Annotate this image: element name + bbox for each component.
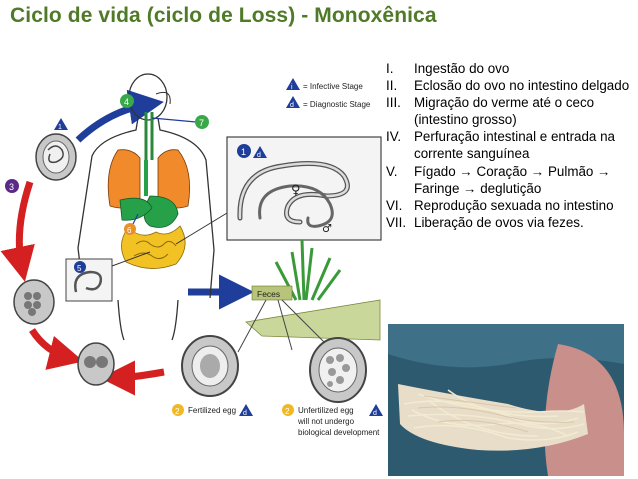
badge-4: 4 (120, 94, 134, 108)
step-text: Liberação de ovos via fezes. (414, 214, 584, 230)
step-number: IV. (386, 129, 402, 145)
diagnostic-stage-icon (286, 96, 300, 108)
badge-2-fertilized-d: d (243, 410, 247, 417)
step-number: II. (386, 78, 398, 94)
larva-icon (74, 270, 103, 293)
infective-stage-label: = Infective Stage (303, 82, 363, 91)
badge-1-adult-number: 1 (241, 147, 246, 157)
cycle-arrow-left-down (0, 180, 35, 282)
step-number: VI. (386, 197, 403, 213)
step-item: I. Ingestão do ovo (386, 60, 636, 77)
step-item: VI. Reprodução sexuada no intestino (386, 197, 636, 214)
badge-6-number: 6 (127, 226, 132, 235)
badge-1-adult: 1 d (237, 144, 267, 159)
badge-2-unfertilized-number: 2 (285, 407, 290, 416)
step-text: Fígado → Coração → Pulmão → Faringe → de… (414, 163, 611, 196)
unfertilized-egg-label-3: biological development (298, 428, 380, 437)
unfertilized-egg-label-1: Unfertilized egg (298, 406, 354, 415)
grass-soil (245, 239, 381, 341)
adult-worms-box (226, 136, 382, 241)
step-item: V. Fígado → Coração → Pulmão → Faringe → … (386, 163, 636, 197)
cycle-arrow-bottom (100, 360, 165, 396)
cycle-arrow-left-low (29, 328, 84, 370)
step-text: Reprodução sexuada no intestino (414, 197, 614, 213)
egg-stage-1 (35, 133, 77, 181)
step-text: Perfuração intestinal e entrada na corre… (414, 129, 615, 162)
step-item: III. Migração do verme até o ceco (intest… (386, 94, 636, 128)
clinical-photo (388, 324, 624, 476)
step-item: II. Eclosão do ovo no intestino delgado (386, 77, 636, 94)
badge-6: 6 (124, 223, 136, 235)
step-item: VII. Liberação de ovos via fezes. (386, 214, 636, 231)
feces-label: Feces (257, 289, 280, 299)
badge-2-fertilized: 2 d (172, 404, 253, 417)
migration-arrow-7 (151, 117, 197, 123)
female-symbol: ♀ (291, 183, 301, 198)
step-item: IV. Perfuração intestinal e entrada na co… (386, 128, 636, 162)
unfertilized-egg (309, 337, 367, 403)
step-number: VII. (386, 214, 407, 230)
legend: i = Infective Stage d = Diagnostic Stage (286, 78, 371, 109)
step-number: V. (386, 163, 398, 179)
badge-2-unfertilized-d: d (373, 410, 377, 417)
trachea (144, 112, 154, 160)
badge-7-number: 7 (199, 118, 204, 128)
male-symbol: ♂ (322, 222, 332, 235)
step-text: Ingestão do ovo (414, 61, 510, 76)
step-number: I. (386, 61, 394, 76)
infective-badge: i (291, 84, 293, 91)
larva-box (65, 258, 113, 302)
human-body (77, 73, 215, 341)
pointer-5 (111, 251, 151, 267)
step-text: Eclosão do ovo no intestino delgado (414, 78, 630, 94)
liver (119, 197, 153, 221)
fertilized-egg-label: Fertilized egg (188, 406, 236, 415)
fertilized-egg (181, 335, 239, 397)
feces-marker (251, 285, 293, 301)
badge-1-egg: 1 (54, 118, 68, 131)
badge-7: 7 (195, 115, 209, 129)
badge-3-number: 3 (9, 182, 14, 192)
badge-5: 5 (74, 261, 86, 273)
clinical-photo-illustration (388, 324, 624, 476)
badge-2-fertilized-number: 2 (175, 407, 180, 416)
egg-stage-3 (13, 279, 55, 325)
pointer-adult (175, 209, 233, 245)
badge-5-number: 5 (77, 264, 82, 273)
page-title: Ciclo de vida (ciclo de Loss) - Monoxêni… (10, 4, 437, 27)
female-worm-inner (238, 162, 349, 224)
egg-stage-early (77, 342, 115, 386)
badge-4-number: 4 (124, 97, 129, 107)
badge-1-egg-number: 1 (58, 124, 62, 131)
diagnostic-stage-label: = Diagnostic Stage (303, 100, 371, 109)
cycle-arrow-top (75, 89, 164, 143)
intestines (121, 225, 186, 269)
badge-3: 3 (5, 179, 19, 193)
badge-1-adult-d: d (257, 152, 261, 159)
diagnostic-badge: d (290, 102, 294, 109)
badge-2-unfertilized: 2 d (282, 404, 383, 417)
lungs (107, 149, 191, 209)
male-worm (258, 184, 334, 228)
unfertilized-egg-label-2: will not undergo (297, 417, 355, 426)
infective-stage-icon (286, 78, 300, 90)
step-text: Migração do verme até o ceco (intestino … (414, 95, 595, 128)
small-intestine-coils (133, 240, 177, 260)
step-number: III. (386, 95, 401, 111)
